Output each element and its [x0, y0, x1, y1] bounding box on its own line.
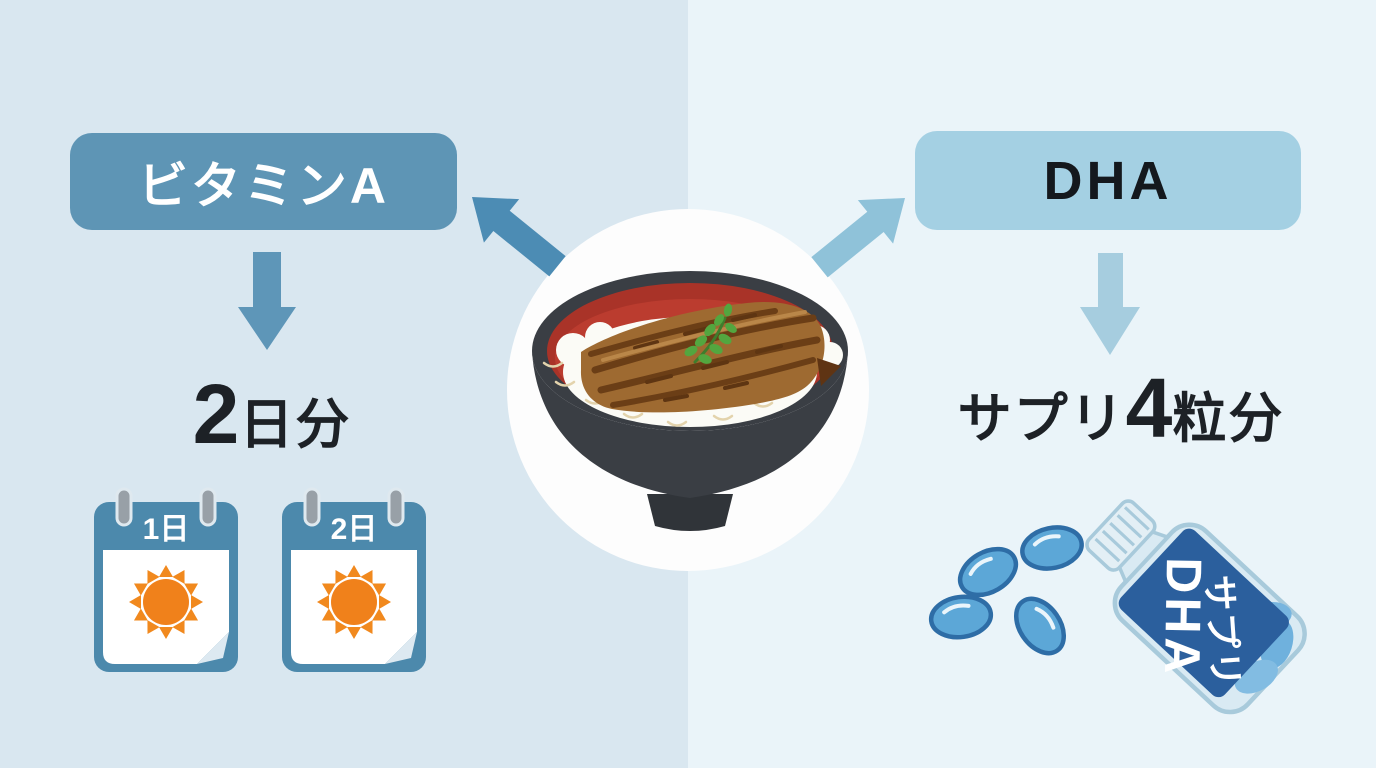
sansho-leaf-icon	[684, 303, 737, 364]
bottle-label-line2: サプリ	[1198, 574, 1247, 691]
capsule-icon	[1020, 525, 1084, 571]
vitamin-a-label-box: ビタミンA	[70, 133, 457, 230]
calendar-pin	[115, 487, 133, 527]
bottle-label	[1118, 528, 1289, 698]
sun-icon	[129, 565, 203, 639]
eel-glaze-highlight	[601, 310, 807, 362]
dha-amount-number: 4	[1125, 361, 1173, 455]
capsule-icon	[928, 594, 994, 640]
vitamin-amount-number: 2	[192, 367, 240, 461]
bowl-front	[532, 351, 848, 498]
capsule-icon	[1013, 596, 1067, 656]
calendar-pin	[387, 487, 405, 527]
vitamin-a-amount-text: 2日分	[72, 372, 472, 456]
calendar-fold-corner	[197, 632, 229, 664]
calendar-fold-corner	[385, 632, 417, 664]
dha-amount-text: サプリ4粒分	[921, 366, 1321, 450]
eel-tail-tip	[817, 358, 841, 386]
eel-grill-marks	[633, 313, 783, 402]
bowl-foot	[647, 494, 733, 531]
calendar-day1-icon: 1日	[94, 487, 238, 672]
vitamin-amount-unit: 日分	[239, 395, 352, 455]
sun-icon	[317, 565, 391, 639]
vitamin-a-label: ビタミンA	[137, 157, 390, 214]
calendar-day2-icon: 2日	[282, 487, 426, 672]
unagi-donburi-icon	[507, 209, 869, 571]
dha-amount-unit: 粒分	[1172, 389, 1285, 449]
calendar-pin	[303, 487, 321, 527]
dha-supplement-illustration: DHA サプリ	[928, 499, 1307, 715]
bottle-label-line1: DHA	[1154, 557, 1212, 678]
calendar-pin	[199, 487, 217, 527]
calendar-day-label: 1日	[143, 513, 190, 546]
dha-label-box: DHA	[915, 131, 1301, 230]
dha-label: DHA	[1043, 150, 1173, 211]
dha-amount-prefix: サプリ	[957, 389, 1126, 449]
supplement-bottle-icon	[1085, 499, 1307, 715]
calendar-day-label: 2日	[331, 513, 378, 546]
bottle-cap	[1085, 499, 1157, 572]
capsule-icon	[957, 546, 1019, 598]
